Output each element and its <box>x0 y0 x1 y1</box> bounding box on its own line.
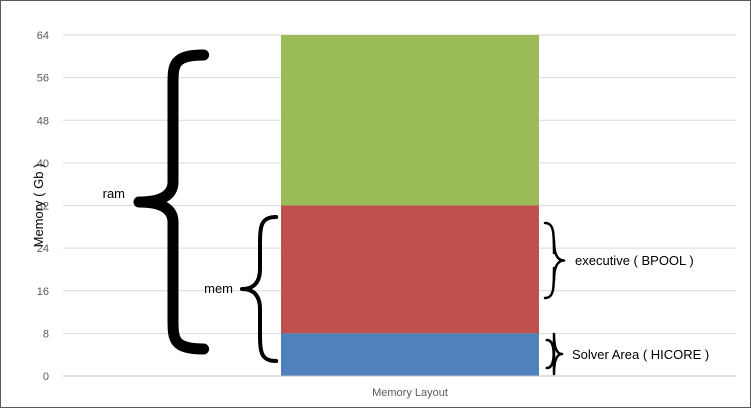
y-tick-label: 48 <box>37 115 49 127</box>
executive-label: executive ( BPOOL ) <box>575 253 694 268</box>
bar-segment-1 <box>281 205 539 334</box>
solver-brace <box>545 332 564 376</box>
solver-label: Solver Area ( HICORE ) <box>572 347 709 362</box>
y-tick-label: 64 <box>37 30 49 42</box>
y-tick-label: 0 <box>43 371 49 383</box>
ram-label: ram <box>103 186 125 201</box>
bar-segment-0 <box>281 333 539 376</box>
mem-label: mem <box>204 281 233 296</box>
category-label: Memory Layout <box>372 387 448 399</box>
y-axis-title: Memory ( Gb ) <box>31 164 46 248</box>
ram-brace <box>133 49 210 355</box>
y-tick-label: 16 <box>37 286 49 298</box>
y-tick-label: 8 <box>43 328 49 340</box>
bars <box>281 35 539 376</box>
y-tick-labels: 0 8 16 24 32 40 48 56 64 <box>37 30 49 383</box>
mem-brace <box>240 215 279 363</box>
bar-segment-2 <box>281 35 539 206</box>
y-tick-label: 32 <box>37 201 49 213</box>
y-tick-label: 56 <box>37 73 49 85</box>
y-tick-label: 24 <box>37 243 49 255</box>
executive-brace <box>543 221 566 300</box>
y-tick-label: 40 <box>37 158 49 170</box>
